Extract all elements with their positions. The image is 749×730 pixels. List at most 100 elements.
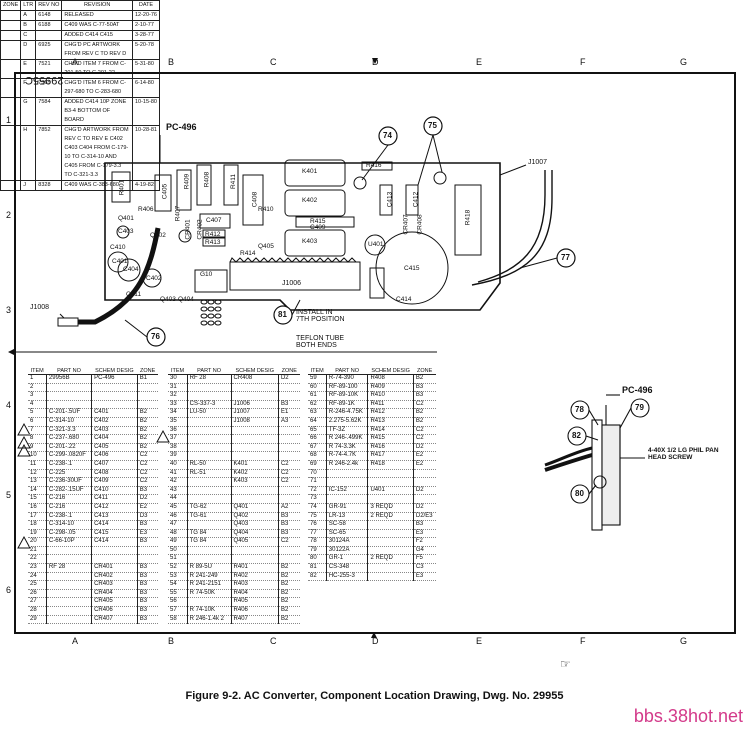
parts-cell: E3 xyxy=(413,529,436,539)
component-cr408: CR408 xyxy=(416,214,424,235)
parts-cell: 38 xyxy=(168,443,188,453)
u401-body xyxy=(364,234,386,256)
component-q401: Q401 xyxy=(118,215,134,222)
parts-cell: R410 xyxy=(367,391,414,401)
row-label-1: 1 xyxy=(6,115,12,125)
tp-q401 xyxy=(116,225,130,239)
parts-cell: 3 REQD xyxy=(367,503,414,513)
parts-cell: C-321-3.3 xyxy=(46,426,93,436)
parts-cell: C404 xyxy=(91,434,138,444)
k401-body xyxy=(284,159,346,187)
component-k403: K403 xyxy=(302,238,318,245)
parts-header: SCHEM DESIG xyxy=(91,356,138,375)
parts-cell: B3 xyxy=(278,512,300,522)
detail-drawing xyxy=(544,394,650,531)
parts-cell: LR-13 xyxy=(326,512,369,522)
parts-header: PART NO xyxy=(187,356,232,375)
parts-cell: 30122A xyxy=(326,546,369,556)
r413-body xyxy=(202,237,226,247)
parts-cell: R-74-4.7K xyxy=(326,451,369,461)
parts-cell xyxy=(278,391,300,401)
parts-cell xyxy=(187,520,232,530)
parts-cell: B3 xyxy=(137,615,158,625)
pcb-edge xyxy=(601,424,621,526)
component-r416: R416 xyxy=(366,162,382,169)
parts-cell: B2 xyxy=(278,580,300,590)
c412-body xyxy=(405,184,419,216)
parts-cell: B3 xyxy=(137,563,158,573)
parts-cell xyxy=(413,477,436,487)
parts-cell xyxy=(187,546,232,556)
parts-cell: 37 xyxy=(168,434,188,444)
parts-cell: 25 xyxy=(28,580,47,590)
parts-cell: R415 xyxy=(367,434,414,444)
component-c408: C408 xyxy=(251,191,259,208)
parts-cell: C2 xyxy=(278,537,300,547)
parts-cell: Q401 xyxy=(231,503,279,513)
parts-cell: C403 xyxy=(91,426,138,436)
parts-cell xyxy=(46,554,93,565)
parts-cell: R404 xyxy=(231,589,279,599)
parts-cell: C-238-.1 xyxy=(46,512,93,522)
parts-cell: 27 xyxy=(28,597,47,608)
heatsink-body xyxy=(229,261,361,291)
parts-cell: D2 xyxy=(137,494,158,504)
parts-cell xyxy=(367,563,414,573)
parts-cell: RL-51 xyxy=(187,469,232,479)
parts-cell xyxy=(46,391,93,401)
parts-cell xyxy=(278,486,300,496)
parts-cell: C405 xyxy=(91,443,138,453)
parts-cell: C-299-.0820F xyxy=(46,451,93,461)
parts-cell: 17 xyxy=(28,512,47,522)
component-k402: K402 xyxy=(302,197,318,204)
parts-cell: 20 xyxy=(28,537,47,547)
parts-cell xyxy=(46,597,93,608)
parts-cell: R 74-50K xyxy=(187,589,232,599)
hand-icon: ☞ xyxy=(560,657,571,671)
parts-cell xyxy=(137,400,158,410)
parts-row: 2 xyxy=(28,383,158,393)
parts-row: 38 xyxy=(168,443,300,453)
parts-cell: 80 xyxy=(308,554,327,565)
parts-row: 50 xyxy=(168,546,300,556)
parts-cell: 77 xyxy=(308,529,327,539)
parts-row: 51 xyxy=(168,554,300,565)
callout-76: 76 xyxy=(151,332,160,341)
parts-cell: CR405 xyxy=(91,597,138,608)
parts-cell: 70 xyxy=(308,469,327,479)
r409-body xyxy=(176,169,192,211)
parts-cell: E2 xyxy=(413,460,436,470)
parts-cell: C2 xyxy=(278,469,300,479)
parts-cell: 14 xyxy=(28,486,47,496)
parts-cell: D2 xyxy=(278,374,300,384)
parts-cell xyxy=(231,451,279,461)
parts-cell: B3 xyxy=(278,400,300,410)
install-note: INSTALL IN 7TH POSITION xyxy=(296,309,345,323)
component-r406: R406 xyxy=(138,206,154,213)
parts-cell: C-201-.22 xyxy=(46,443,93,453)
row-label-2: 2 xyxy=(6,210,12,220)
parts-cell: B2 xyxy=(278,597,300,608)
c413-body xyxy=(379,184,393,216)
parts-cell: B3 xyxy=(137,572,158,582)
parts-cell: 51 xyxy=(168,554,188,565)
parts-cell: 3 xyxy=(28,391,47,401)
parts-cell: R 89-5U xyxy=(187,563,232,573)
parts-cell: R416 xyxy=(367,443,414,453)
parts-cell: 74 xyxy=(308,503,327,513)
rev-cell: 7852 xyxy=(35,125,63,181)
r401-body xyxy=(111,171,131,203)
parts-cell: U401 xyxy=(367,486,414,496)
